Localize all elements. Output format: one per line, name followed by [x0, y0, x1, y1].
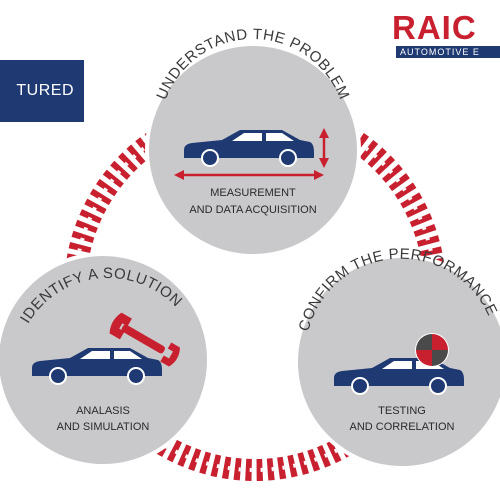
car-icon: [184, 130, 314, 167]
stage-caption-understand-line1: MEASUREMENT: [210, 187, 296, 199]
brand-name: RAIC: [392, 9, 477, 46]
side-banner-text: TURED: [16, 82, 74, 99]
brand-subtitle: AUTOMOTIVE E: [396, 46, 500, 58]
brand-logo: RAIC AUTOMOTIVE E: [392, 11, 500, 59]
stage-caption-confirm-line1: TESTING: [378, 405, 426, 417]
stage-caption-identify-line2: AND SIMULATION: [57, 421, 150, 433]
target-icon: [415, 333, 449, 367]
wrench-icon: [109, 312, 180, 367]
car-icon: [32, 348, 162, 385]
stage-caption-confirm-line2: AND CORRELATION: [350, 421, 455, 433]
side-banner: TURED: [0, 60, 84, 122]
stage-caption-understand-line2: AND DATA ACQUISITION: [189, 204, 316, 216]
stage-caption-identify-line1: ANALASIS: [76, 405, 130, 417]
measurement-arrows-icon: [174, 128, 329, 180]
